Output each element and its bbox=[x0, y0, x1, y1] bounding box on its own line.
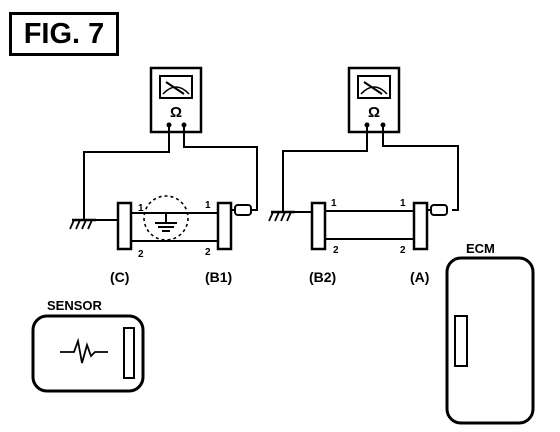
sensor-body bbox=[31, 314, 145, 393]
meter-lead-to-probe bbox=[183, 127, 258, 211]
ground-icon bbox=[155, 213, 177, 232]
meter-scale bbox=[360, 86, 388, 95]
connector-b2-body bbox=[310, 201, 327, 251]
meter-terminal-pos bbox=[181, 122, 187, 128]
meter-terminal-neg bbox=[364, 122, 370, 128]
meter-terminal-neg bbox=[166, 122, 172, 128]
connector-a-body bbox=[412, 201, 429, 251]
sensor-terminal bbox=[123, 327, 135, 379]
meter-lead-to-ground bbox=[83, 127, 170, 220]
sensor-component bbox=[31, 314, 145, 393]
pin-label: 2 bbox=[333, 245, 339, 256]
meter-scale bbox=[162, 86, 190, 95]
pin-label: 2 bbox=[138, 249, 144, 260]
ohmmeter-right: Ω bbox=[347, 66, 401, 134]
connector-label-a: (A) bbox=[410, 269, 429, 285]
meter-needle bbox=[363, 81, 383, 95]
ohmmeter-left: Ω bbox=[149, 66, 203, 134]
ohm-symbol: Ω bbox=[170, 104, 182, 121]
ohm-symbol: Ω bbox=[368, 104, 380, 121]
connector-label-c: (C) bbox=[110, 269, 129, 285]
connector-label-b2: (B2) bbox=[309, 269, 336, 285]
meter-terminal-pos bbox=[380, 122, 386, 128]
ground-icon bbox=[268, 210, 295, 222]
ecm-label: ECM bbox=[466, 241, 495, 256]
pin-label: 1 bbox=[400, 198, 406, 209]
pin-label: 1 bbox=[331, 198, 337, 209]
meter-lead-to-ground bbox=[282, 127, 368, 212]
ecm-component bbox=[445, 256, 535, 425]
connector-label-b1: (B1) bbox=[205, 269, 232, 285]
figure-label: FIG. 7 bbox=[9, 12, 119, 56]
ground-icon bbox=[69, 218, 96, 230]
ecm-body bbox=[445, 256, 535, 425]
signal-waveform-icon bbox=[60, 337, 108, 364]
test-probe bbox=[430, 204, 448, 216]
pin-label: 2 bbox=[205, 247, 211, 258]
connector-b1-body bbox=[216, 201, 233, 251]
test-probe bbox=[234, 204, 252, 216]
meter-lead-to-probe bbox=[382, 127, 459, 211]
harness-left: 1 2 1 2 bbox=[116, 195, 252, 260]
sensor-label: SENSOR bbox=[47, 298, 103, 313]
pin-label: 2 bbox=[400, 245, 406, 256]
ecm-terminal bbox=[454, 315, 468, 367]
connector-c-body bbox=[116, 201, 133, 251]
meter-needle bbox=[165, 81, 185, 95]
pin-label: 1 bbox=[205, 200, 211, 211]
harness-right: 1 2 1 2 bbox=[310, 198, 448, 256]
pin-label: 1 bbox=[138, 203, 144, 214]
short-to-ground-marker bbox=[143, 195, 189, 241]
